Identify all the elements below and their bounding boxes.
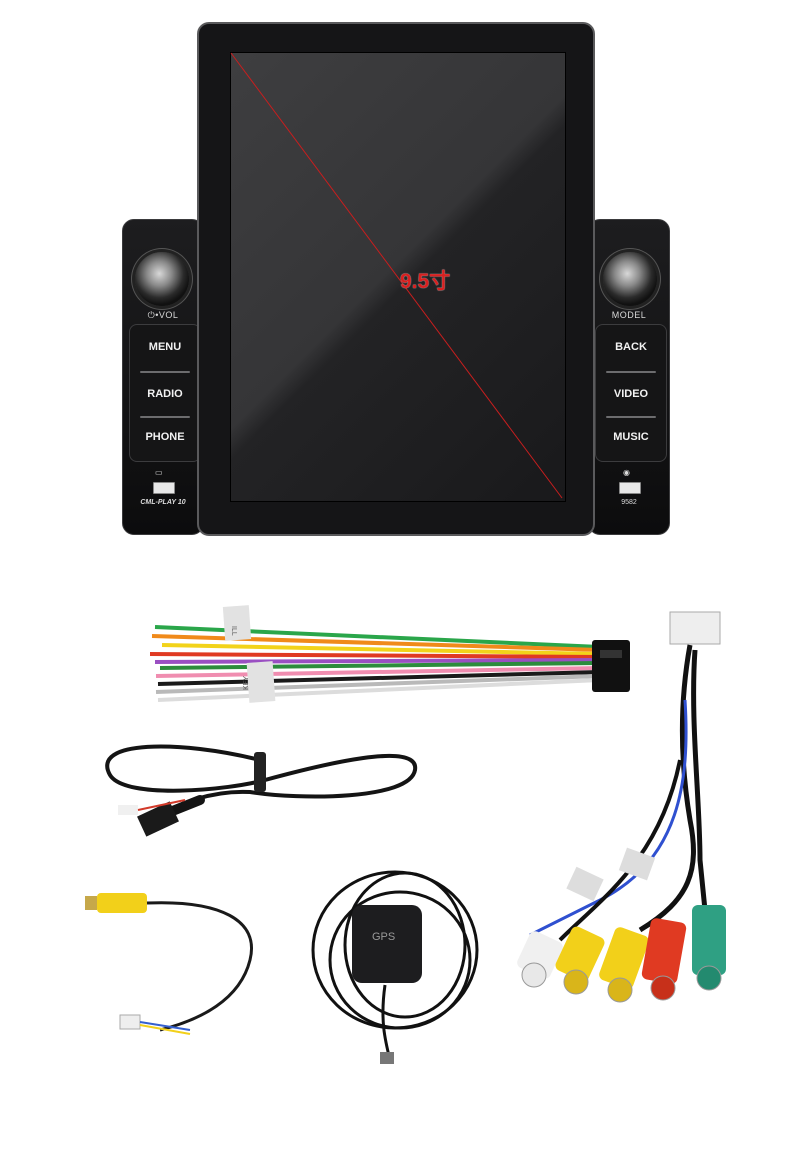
gps-antenna <box>311 870 479 1064</box>
model-knob[interactable] <box>603 252 657 306</box>
button-divider <box>140 371 190 373</box>
button-divider <box>606 371 656 373</box>
screen-size-label: 9.5寸 <box>400 270 451 293</box>
rca-av-cable <box>517 611 726 1003</box>
screen-diagonal-line <box>230 52 563 499</box>
model-knob-label: MODEL <box>611 310 647 320</box>
radio-button[interactable]: RADIO <box>147 388 183 400</box>
menu-button[interactable]: MENU <box>148 341 182 353</box>
reverse-camera-cable <box>85 893 253 1035</box>
model-name-left: CML-PLAY 10 <box>140 499 186 506</box>
power-harness <box>149 605 630 703</box>
usb-port[interactable] <box>619 482 641 494</box>
usb-port-icon: ▭ <box>155 468 163 477</box>
button-divider <box>140 416 190 418</box>
right-control-panel: MODEL BACK VIDEO MUSIC ◉ 9582 <box>588 219 670 535</box>
harness-tag-key: KEY <box>243 676 250 690</box>
gps-label: GPS <box>372 931 395 943</box>
music-button[interactable]: MUSIC <box>613 431 649 443</box>
phone-button[interactable]: PHONE <box>145 431 185 443</box>
model-number-right: 9582 <box>621 499 637 506</box>
back-button[interactable]: BACK <box>615 341 647 353</box>
usb-extension-cable <box>105 744 418 837</box>
accessories-drawing: ILL KEY GPS <box>85 605 726 1064</box>
harness-tag-ill: ILL <box>230 626 237 636</box>
video-button[interactable]: VIDEO <box>613 388 649 400</box>
button-divider <box>606 416 656 418</box>
head-unit: ⏻•VOL MENU RADIO PHONE ▭ CML-PLAY 10 MOD… <box>0 0 790 560</box>
usb-port[interactable] <box>153 482 175 494</box>
camera-port-icon: ◉ <box>623 468 630 477</box>
right-button-column: BACK VIDEO MUSIC <box>595 324 667 462</box>
volume-knob[interactable] <box>135 252 189 306</box>
volume-knob-label: ⏻•VOL <box>147 310 179 320</box>
